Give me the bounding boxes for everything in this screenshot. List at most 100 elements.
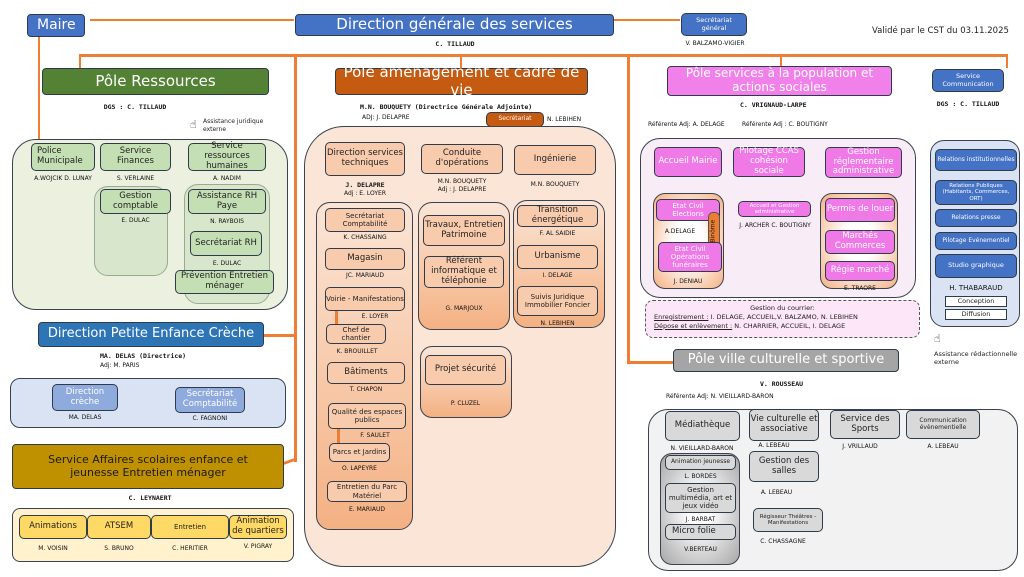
unit-entretien[interactable]: Entretien — [151, 515, 229, 539]
unit-animation-jeunesse[interactable]: Animation jeunesse — [665, 455, 736, 470]
connector — [294, 54, 297, 462]
courrier-line2: Dépose et enlèvement : N. CHARRIER, ACCU… — [654, 322, 911, 331]
unit-secretariat-rh[interactable]: Secrétariat RH — [190, 231, 262, 256]
courrier-line1-label: Enregistrement : — [654, 312, 709, 321]
unit-police-municipale[interactable]: Police Municipale — [31, 143, 95, 171]
unit-suivis-juridique[interactable]: Suivis Juridique Immobilier Foncier — [517, 286, 598, 316]
unit-direction-creche[interactable]: Direction crèche — [52, 384, 118, 411]
unit-name: E. DULAC — [212, 260, 242, 267]
dgs-box[interactable]: Direction générale des services — [295, 14, 614, 36]
unit-relations-institutionnelles[interactable]: Relations institutionnelles — [935, 149, 1017, 171]
unit-animations[interactable]: Animations — [19, 515, 87, 539]
unit-pilotage-ccas[interactable]: Pilotage CCAS cohésion sociale — [733, 146, 805, 177]
unit-travaux-entretien-patrimoine[interactable]: Travaux, Entretien Patrimoine — [423, 215, 505, 246]
pole-ressources-header[interactable]: Pôle Ressources — [42, 68, 269, 95]
unit-referent-informatique[interactable]: Référent informatique et téléphonie — [424, 256, 504, 288]
unit-urbanisme[interactable]: Urbanisme — [517, 245, 598, 269]
pole-population-header[interactable]: Pôle services à la population et actions… — [667, 66, 892, 96]
unit-secretariat-comptabilite[interactable]: Secrétariat Comptabilité — [175, 387, 245, 413]
dgs-name: C. TILLAUD — [435, 40, 475, 48]
unit-name: K. BROUILLET — [336, 348, 378, 355]
unit-marches-commerces[interactable]: Marchés Commerces — [825, 230, 895, 254]
pole-culture-header[interactable]: Pôle ville culturelle et sportive — [673, 349, 899, 372]
petite-enfance-header[interactable]: Direction Petite Enfance Crèche — [38, 322, 264, 347]
unit-conduite-operations[interactable]: Conduite d'opérations — [421, 144, 503, 174]
communication-name: H. THABARAUD — [949, 284, 1003, 292]
affaires-scolaires-header[interactable]: Service Affaires scolaires enfance et je… — [12, 444, 284, 489]
courrier-title: Gestion du courrier: — [750, 304, 815, 312]
pole-population-ref2: Référente Adj : C. BOUTIGNY — [742, 121, 828, 128]
unit-permis-de-louer[interactable]: Permis de louer — [825, 198, 895, 222]
unit-etat-civil-operations-funeraires[interactable]: Etat Civil Opérations funéraires — [658, 242, 722, 272]
unit-gestion-des-salles[interactable]: Gestion des salles — [749, 451, 819, 482]
pole-amenagement-head: M.N. BOUQUETY (Directrice Générale Adjoi… — [360, 103, 533, 111]
unit-chef-de-chantier[interactable]: Chef de chantier — [326, 324, 386, 344]
unit-etat-civil-elections[interactable]: Etat Civil Elections — [656, 199, 720, 221]
connector — [90, 19, 294, 21]
unit-service-rh[interactable]: Service ressources humaines — [188, 141, 266, 171]
unit-gestion-reglementaire[interactable]: Gestion réglementaire administrative — [825, 147, 902, 178]
unit-gestion-comptable[interactable]: Gestion comptable — [100, 189, 171, 214]
courrier-box: Gestion du courrier: Enregistrement : I.… — [645, 300, 920, 338]
unit-pilotage-evenementiel[interactable]: Pilotage Evénementiel — [935, 232, 1017, 250]
unit-assistance-rh-paye[interactable]: Assistance RH Paye — [188, 189, 266, 214]
pole-amenagement-adj: ADJ: J. DELAPRE — [362, 114, 410, 121]
unit-relations-presse[interactable]: Relations presse — [935, 209, 1017, 227]
unit-service-des-sports[interactable]: Service des Sports — [830, 410, 900, 439]
unit-communication-evenementielle[interactable]: Communication évènementielle — [906, 410, 980, 439]
unit-name: A. LEBEAU — [758, 442, 790, 449]
communication-head: DGS : C. TILLAUD — [936, 100, 1000, 108]
unit-relations-publiques[interactable]: Relations Publiques (Habitants, Commerce… — [935, 180, 1017, 205]
unit-accueil-mairie[interactable]: Accueil Mairie — [654, 147, 722, 177]
unit-name: N. RAYBOIS — [210, 218, 244, 225]
maire-box[interactable]: Maire — [27, 14, 85, 37]
unit-entretien-parc-materiel[interactable]: Entretien du Parc Matériel — [327, 481, 407, 502]
service-communication-header[interactable]: Service Communication — [932, 69, 1004, 92]
unit-name: A. NADIM — [213, 175, 241, 182]
unit-adj: Adj : E. LOYER — [343, 190, 387, 197]
unit-secretariat-comptabilite-st[interactable]: Secrétariat Comptabilité — [325, 208, 405, 232]
unit-projet-securite[interactable]: Projet sécurité — [425, 355, 506, 385]
unit-vie-culturelle[interactable]: Vie culturelle et associative — [749, 409, 819, 441]
secretariat-general-box[interactable]: Secrétariat général — [681, 13, 747, 36]
unit-gestion-multimedia[interactable]: Gestion multimédia, art et jeux vidéo — [665, 483, 736, 513]
unit-diffusion[interactable]: Diffusion — [945, 309, 1007, 320]
unit-magasin[interactable]: Magasin — [325, 248, 405, 270]
unit-studio-graphique[interactable]: Studio graphique — [935, 254, 1017, 278]
connector — [335, 311, 338, 325]
unit-ingenierie[interactable]: Ingénierie — [514, 145, 596, 175]
unit-name: V.BERTEAU — [684, 546, 717, 553]
unit-name: O. LAPEYRE — [342, 465, 377, 472]
unit-micro-folie[interactable]: Micro folie — [665, 524, 736, 540]
unit-regisseur[interactable]: Régisseur Théâtres - Manifestations — [753, 508, 823, 532]
connector — [79, 54, 81, 68]
unit-name: E. MARIAUD — [349, 506, 385, 513]
unit-name: S. VERLAINE — [116, 175, 155, 182]
unit-qualite-espaces-publics[interactable]: Qualité des espaces publics — [328, 403, 406, 429]
unit-direction-services-techniques[interactable]: Direction services techniques — [325, 142, 405, 176]
unit-parcs-jardins[interactable]: Parcs et Jardins — [329, 443, 390, 462]
courrier-line1: Enregistrement : I. DELAGE, ACCUEIL,V. B… — [654, 313, 911, 322]
pole-amenagement-header[interactable]: Pôle aménagement et cadre de vie — [335, 64, 588, 98]
connector — [627, 54, 630, 364]
unit-name: K. CHASSAING — [343, 234, 387, 241]
unit-regie-marche[interactable]: Régie marché — [825, 261, 895, 281]
unit-animation-quartiers[interactable]: Animation de quartiers — [229, 515, 287, 539]
unit-accueil-gestion-administrative[interactable]: Accueil et Gestion administrative — [738, 201, 811, 217]
unit-batiments[interactable]: Bâtiments — [327, 362, 405, 384]
unit-conception[interactable]: Conception — [945, 296, 1007, 307]
unit-name: J. ARCHER C. BOUTIGNY — [739, 222, 811, 229]
unit-name: G. MARJOUX — [445, 305, 483, 312]
unit-prevention-entretien[interactable]: Prévention Entretien ménager — [175, 270, 274, 294]
unit-service-finances[interactable]: Service Finances — [100, 143, 171, 171]
unit-name: T. CHAPON — [349, 386, 383, 393]
secretariat-button[interactable]: Secrétariat — [486, 112, 544, 127]
unit-voirie-manifestations[interactable]: Voirie - Manifestations — [325, 287, 405, 311]
unit-transition-energetique[interactable]: Transition énergétique — [517, 205, 598, 227]
unit-name: E. DULAC — [121, 217, 150, 224]
unit-name: J. BARBAT — [685, 516, 716, 523]
unit-atsem[interactable]: ATSEM — [87, 515, 151, 539]
unit-name: C. CHASSAGNE — [760, 538, 806, 545]
unit-name: E. LOYER — [361, 313, 389, 320]
unit-mediatheque[interactable]: Médiathèque — [665, 411, 740, 441]
